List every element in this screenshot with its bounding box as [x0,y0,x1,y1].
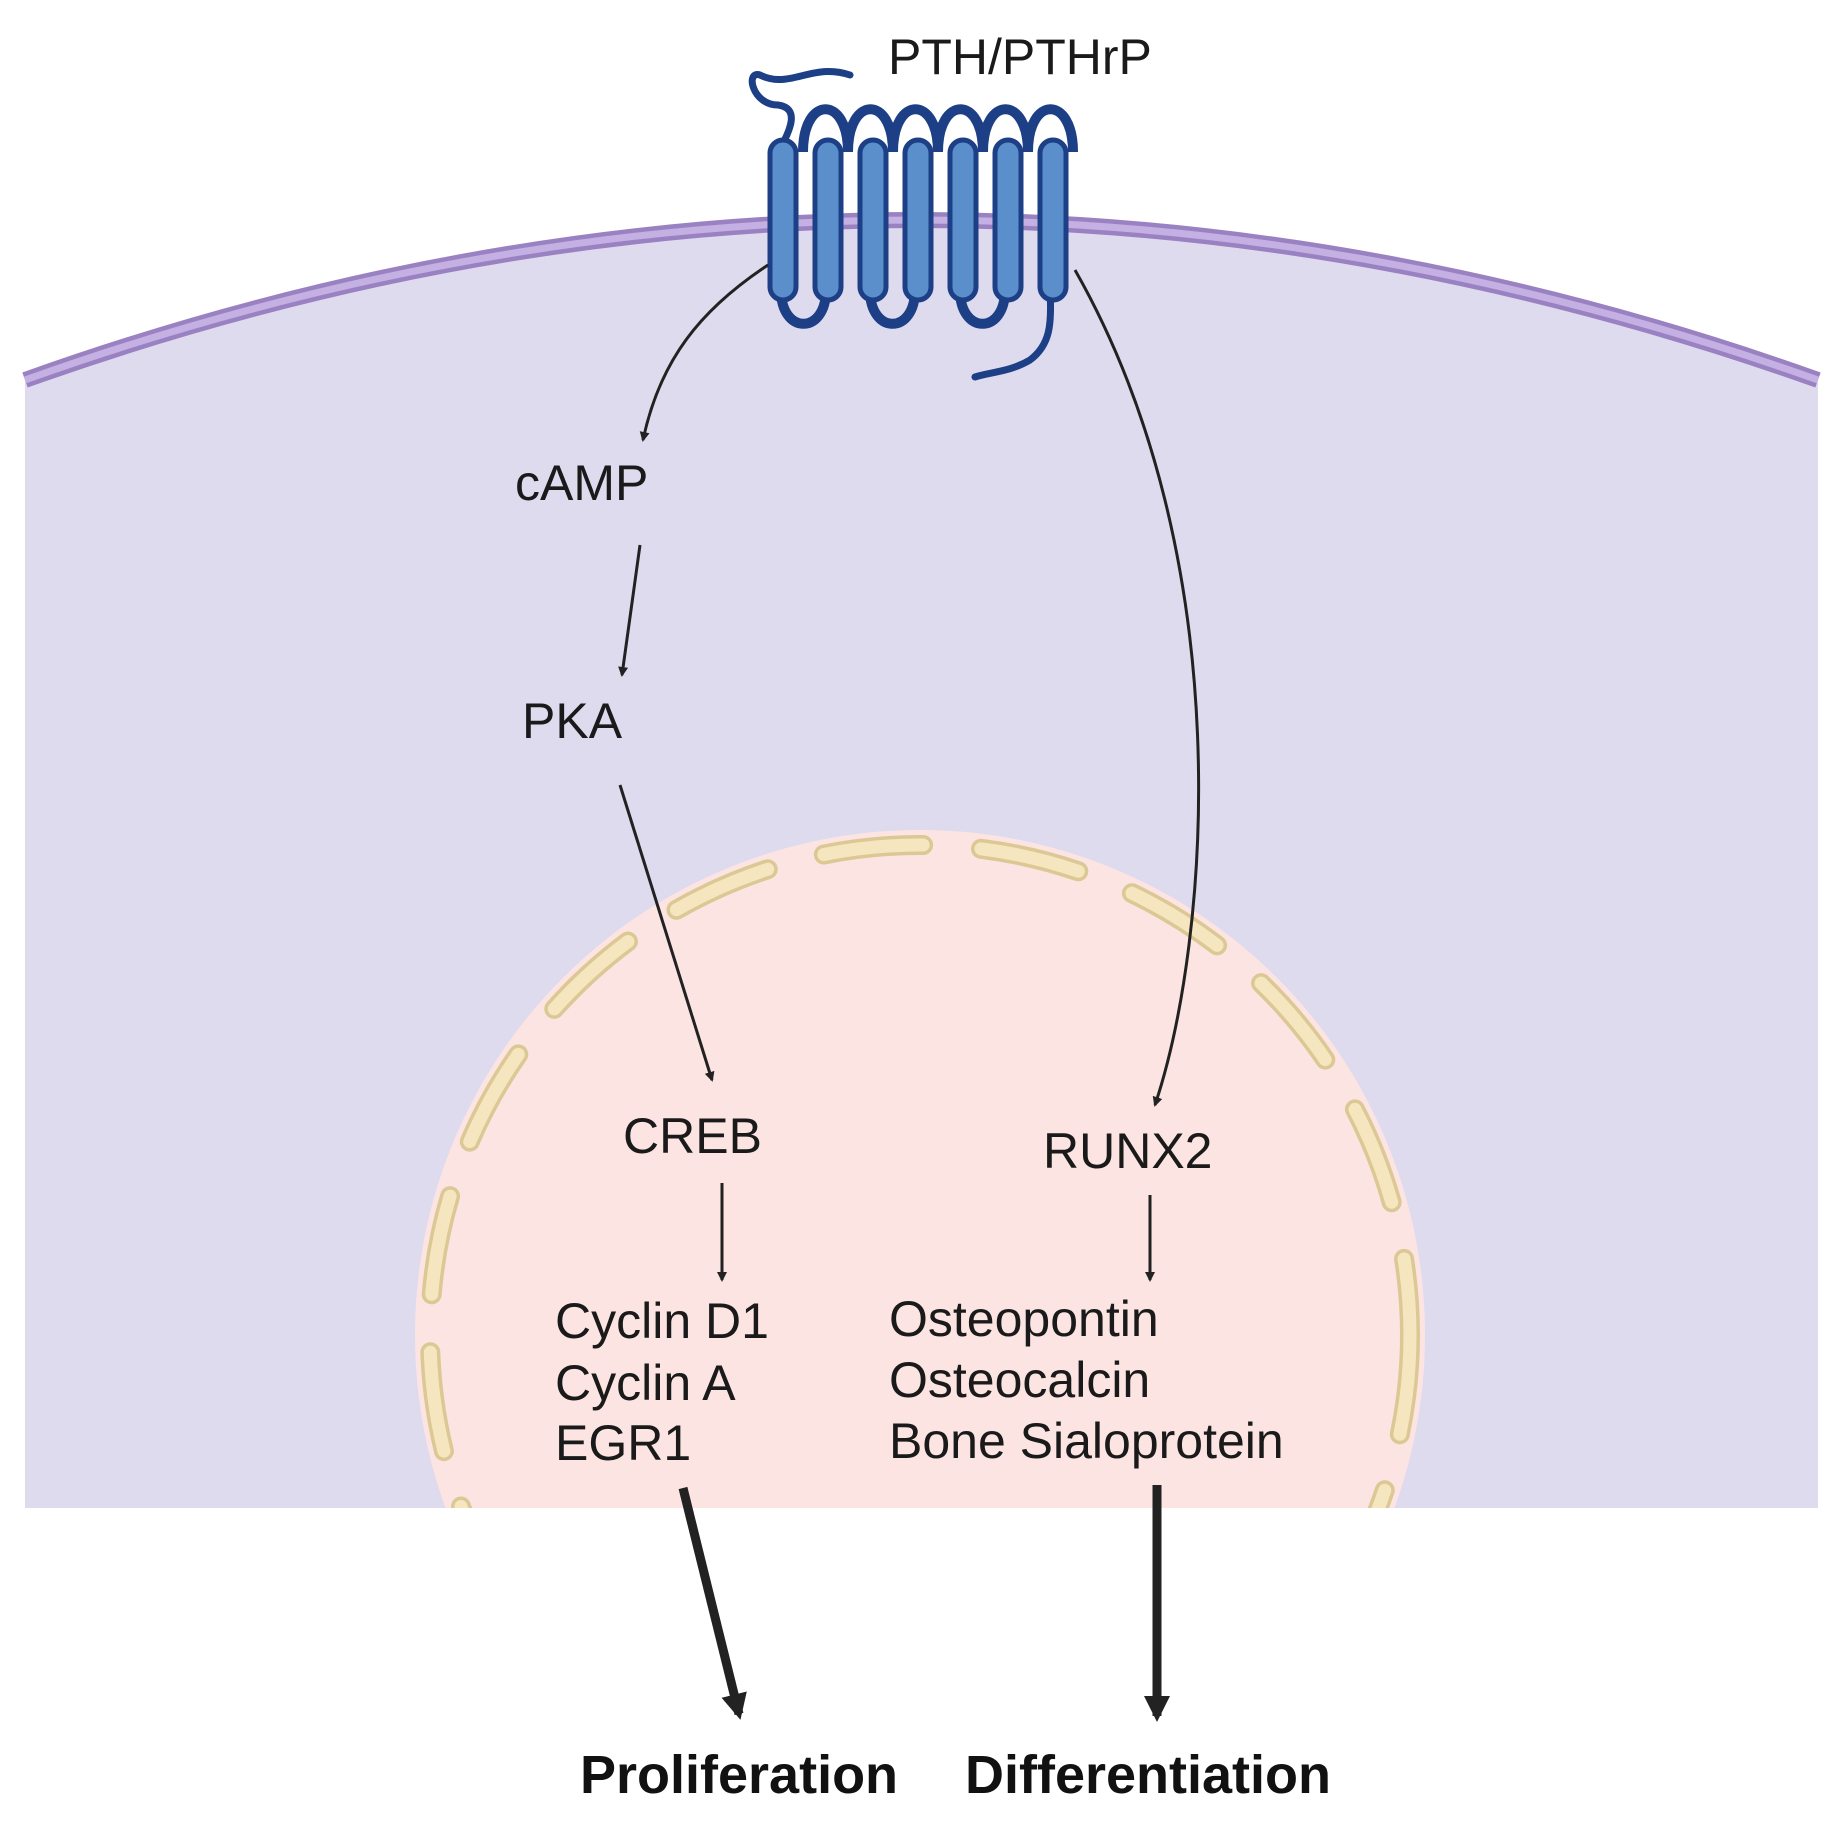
runx2-label: RUNX2 [1043,1123,1212,1179]
gene-osteocalcin: Osteocalcin [889,1352,1150,1408]
gene-osteopontin: Osteopontin [889,1291,1159,1347]
proliferation-label: Proliferation [580,1745,898,1805]
nuclear-envelope-inner [423,838,1417,1508]
pka-label: PKA [522,693,623,749]
receptor-icon [748,67,1078,381]
arrow-receptor-to-runx2 [1073,269,1201,1107]
gene-cyclin-a: Cyclin A [555,1355,736,1411]
differentiation-label: Differentiation [965,1745,1331,1805]
arrow-pka-to-creb [618,784,715,1082]
arrow-to-proliferation [678,1486,747,1720]
gene-egr1: EGR1 [555,1415,691,1471]
creb-label: CREB [623,1108,762,1164]
arrow-receptor-to-camp [639,263,769,442]
gene-cyclin-d1: Cyclin D1 [555,1293,769,1349]
camp-label: cAMP [515,455,648,511]
gene-bone-sialoprotein: Bone Sialoprotein [889,1413,1284,1469]
nucleus [415,830,1425,1508]
arrow-camp-to-pka [618,544,642,677]
ligand-label: PTH/PTHrP [888,29,1152,85]
